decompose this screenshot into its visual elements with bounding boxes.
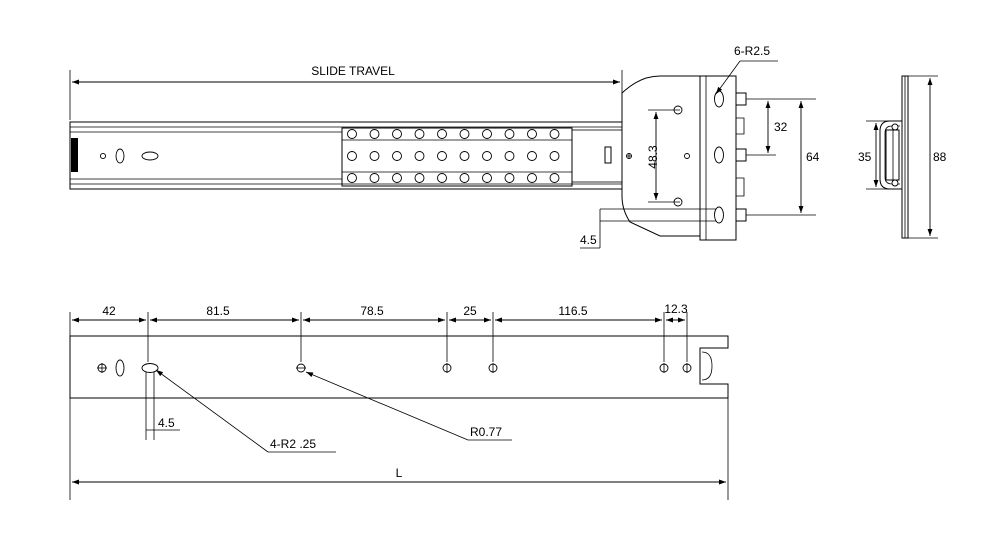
rear-bracket [621, 75, 701, 237]
bearing-ball [459, 151, 470, 161]
bearing-ball [437, 173, 447, 183]
dim-42: 42 [102, 304, 116, 318]
inner-member [571, 129, 623, 183]
bearing-ball [527, 173, 537, 183]
rail-holes-label: 4-R2 .25 [270, 437, 316, 451]
bearing-ball [527, 151, 537, 161]
bracket-tab [735, 208, 747, 222]
rail-end-stop [71, 138, 78, 172]
bearing-ball [482, 129, 492, 139]
bracket-slot [714, 146, 724, 164]
slide-profile-view: 35 88 [858, 75, 947, 239]
dim-116-5: 116.5 [558, 304, 587, 318]
bearing-ball [549, 129, 560, 139]
rail-hole-pattern-view: 42 81.5 78.5 25 116.5 12.3 4.5 4-R2 .25 … [69, 302, 729, 500]
bearing-ball [414, 173, 425, 183]
dim-4-5-top: 4.5 [580, 233, 597, 247]
slide-travel-label: SLIDE TRAVEL [311, 64, 395, 78]
rail-slot [115, 148, 125, 164]
profile-inner [885, 129, 900, 181]
ball-bearing-cage [341, 127, 573, 187]
bracket-tab [735, 148, 747, 162]
bracket-tab [735, 92, 747, 106]
bracket-slot [714, 206, 724, 224]
bearing-ball [482, 173, 492, 183]
bearing-ball [347, 129, 357, 139]
bearing-ball [504, 173, 515, 183]
bearing-ball [504, 151, 515, 161]
dim-64: 64 [806, 150, 820, 164]
hole-radius-leader [305, 371, 469, 441]
dim-78-5: 78.5 [360, 304, 384, 318]
inner-rail [69, 335, 729, 399]
bearing-ball [459, 129, 470, 139]
dim-81-5: 81.5 [206, 304, 230, 318]
bearing-ball [527, 129, 537, 139]
bearing-ball [369, 129, 380, 139]
length-label: L [396, 466, 403, 480]
dim-4-5-bottom: 4.5 [158, 416, 175, 430]
dim-88: 88 [933, 150, 947, 164]
dim-32: 32 [774, 120, 788, 134]
bearing-ball [392, 173, 402, 183]
dim-25: 25 [463, 304, 477, 318]
hole-radius-label: R0.77 [470, 425, 502, 439]
inner-member-tab [604, 146, 612, 164]
dim-35: 35 [858, 150, 872, 164]
bearing-ball [437, 151, 447, 161]
dim-48-3: 48.3 [646, 145, 660, 169]
bracket-holes-label: 6-R2.5 [734, 44, 770, 58]
bearing-ball [369, 173, 380, 183]
bearing-ball [347, 173, 357, 183]
bracket-holes-leader [715, 60, 741, 95]
bearing-ball [482, 151, 492, 161]
bracket-hole [684, 153, 690, 159]
dim-12-3: 12.3 [664, 302, 688, 316]
bearing-ball [437, 129, 447, 139]
bearing-ball [549, 151, 560, 161]
bearing-ball [504, 129, 515, 139]
bearing-ball [549, 173, 560, 183]
bearing-ball [347, 151, 357, 161]
slide-assembly-view: SLIDE TRAVEL 48.3 32 64 6-R2.5 4.5 [69, 44, 820, 249]
bearing-ball [459, 173, 470, 183]
bearing-ball [392, 151, 402, 161]
rail-slot [115, 359, 125, 377]
rail-slot [141, 363, 159, 373]
bracket-slot [714, 90, 724, 108]
rail-hole [99, 152, 107, 160]
rail-holes-leader [155, 369, 269, 453]
bearing-ball [392, 129, 402, 139]
profile-outer [879, 120, 902, 190]
bearing-ball [414, 129, 425, 139]
bearing-ball [369, 151, 380, 161]
rail-slot [141, 151, 159, 161]
bearing-ball [414, 151, 425, 161]
